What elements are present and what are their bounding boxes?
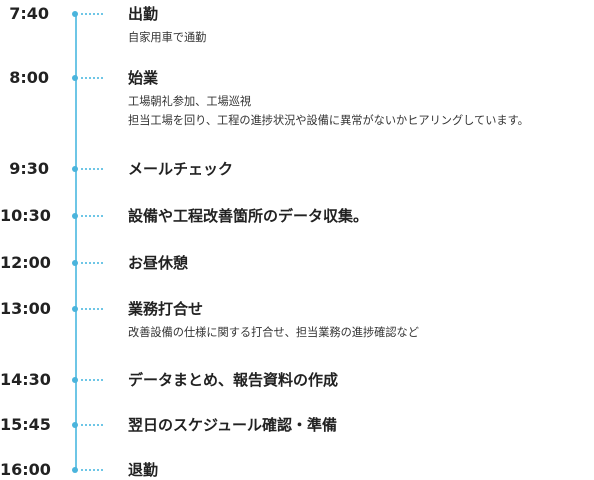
entry-time: 16:00 bbox=[0, 460, 51, 479]
entry-content: 始業 工場朝礼参加、工場巡視 担当工場を回り、工程の進捗状況や設備に異常がないか… bbox=[128, 68, 590, 130]
entry-content: 翌日のスケジュール確認・準備 bbox=[128, 415, 590, 435]
entry-title: データまとめ、報告資料の作成 bbox=[128, 371, 339, 389]
timeline-dot-icon bbox=[72, 11, 78, 17]
timeline-dot-icon bbox=[72, 260, 78, 266]
entry-title: 設備や工程改善箇所のデータ収集。 bbox=[128, 207, 369, 225]
entry-content: お昼休憩 bbox=[128, 253, 590, 273]
entry-title: 業務打合せ bbox=[128, 300, 204, 318]
entry-description: 自家用車で通勤 bbox=[128, 28, 590, 47]
timeline-dot-icon bbox=[72, 467, 78, 473]
dotted-connector bbox=[81, 308, 103, 310]
dotted-connector bbox=[81, 469, 103, 471]
entry-detail-line: 自家用車で通勤 bbox=[128, 31, 207, 44]
entry-content: 設備や工程改善箇所のデータ収集。 bbox=[128, 206, 590, 226]
dotted-connector bbox=[81, 215, 103, 217]
dotted-connector bbox=[81, 424, 103, 426]
entry-title: 翌日のスケジュール確認・準備 bbox=[128, 416, 337, 434]
dotted-connector bbox=[81, 168, 103, 170]
entry-title: 始業 bbox=[128, 69, 159, 87]
entry-time: 9:30 bbox=[9, 159, 49, 178]
entry-detail-line: 工場朝礼参加、工場巡視 bbox=[128, 95, 252, 108]
dotted-connector bbox=[81, 262, 103, 264]
entry-time: 14:30 bbox=[0, 370, 51, 389]
entry-title: お昼休憩 bbox=[128, 254, 189, 272]
dotted-connector bbox=[81, 13, 103, 15]
timeline-dot-icon bbox=[72, 166, 78, 172]
entry-detail-line: 改善設備の仕様に関する打合せ、担当業務の進捗確認など bbox=[128, 326, 419, 339]
entry-time: 13:00 bbox=[0, 299, 51, 318]
timeline-dot-icon bbox=[72, 213, 78, 219]
entry-description: 改善設備の仕様に関する打合せ、担当業務の進捗確認など bbox=[128, 323, 590, 342]
entry-title: メールチェック bbox=[128, 160, 234, 178]
timeline-dot-icon bbox=[72, 75, 78, 81]
entry-time: 12:00 bbox=[0, 253, 51, 272]
entry-title: 出勤 bbox=[128, 5, 159, 23]
entry-detail-line: 担当工場を回り、工程の進捗状況や設備に異常がないかヒアリングしています。 bbox=[128, 114, 529, 127]
entry-content: データまとめ、報告資料の作成 bbox=[128, 370, 590, 390]
timeline-dot-icon bbox=[72, 306, 78, 312]
timeline-dot-icon bbox=[72, 377, 78, 383]
timeline-vertical-line bbox=[75, 12, 77, 468]
entry-content: 出勤 自家用車で通勤 bbox=[128, 4, 590, 47]
entry-title: 退勤 bbox=[128, 461, 159, 479]
entry-time: 7:40 bbox=[9, 4, 49, 23]
entry-time: 10:30 bbox=[0, 206, 51, 225]
dotted-connector bbox=[81, 77, 103, 79]
entry-description: 工場朝礼参加、工場巡視 担当工場を回り、工程の進捗状況や設備に異常がないかヒアリ… bbox=[128, 92, 590, 130]
entry-time: 15:45 bbox=[0, 415, 51, 434]
timeline-dot-icon bbox=[72, 422, 78, 428]
entry-content: 業務打合せ 改善設備の仕様に関する打合せ、担当業務の進捗確認など bbox=[128, 299, 590, 342]
entry-content: メールチェック bbox=[128, 159, 590, 179]
entry-content: 退勤 bbox=[128, 460, 590, 480]
entry-time: 8:00 bbox=[9, 68, 49, 87]
dotted-connector bbox=[81, 379, 103, 381]
